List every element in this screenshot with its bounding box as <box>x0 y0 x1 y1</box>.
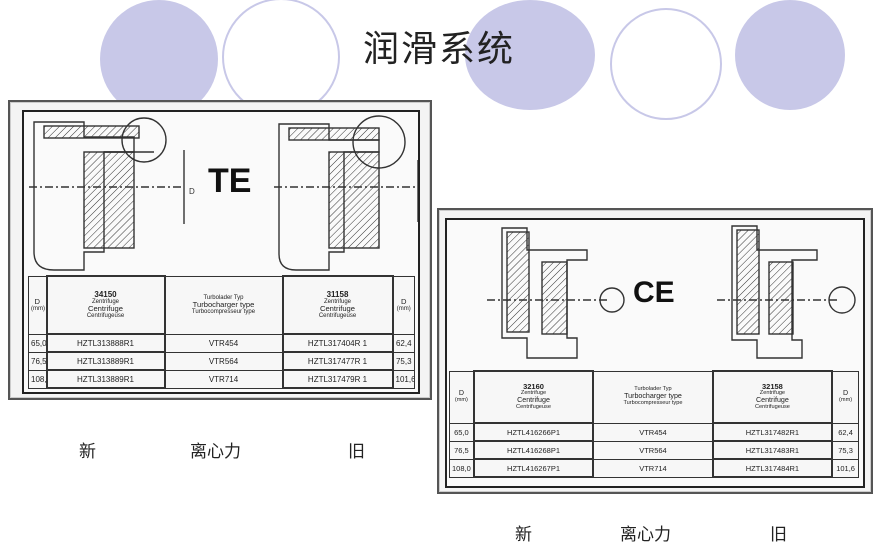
cell-new: HZTL416266P1 <box>472 422 595 442</box>
header-d2: D(mm) <box>392 275 415 335</box>
cell-d: 108,0 <box>28 369 47 389</box>
decor-circle-1 <box>100 0 218 118</box>
left-type-code: TE <box>208 162 252 200</box>
cell-d2: 101,6 <box>392 369 415 389</box>
cell-new: HZTL313888R1 <box>45 333 166 353</box>
left-spec-frame: D TE D(mm) 34150 Zentrifuge Centrifuge C <box>22 110 420 394</box>
decor-circle-5 <box>735 0 845 110</box>
cell-type: VTR714 <box>164 369 283 389</box>
table-row: 65,0 HZTL416266P1 VTR454 HZTL317482R1 62… <box>448 422 860 442</box>
header-new-centrifuge: 32160 Zentrifuge Centrifuge Centrifugeus… <box>472 370 595 424</box>
cell-old: HZTL317482R1 <box>711 422 834 442</box>
table-row: 65,0 HZTL313888R1 VTR454 HZTL317404R 1 6… <box>28 333 415 353</box>
table-header-row: D(mm) 34150 Zentrifuge Centrifuge Centri… <box>28 275 415 335</box>
header-d2: D(mm) <box>831 370 860 424</box>
header-d: D(mm) <box>448 370 475 424</box>
cell-d2: 101,6 <box>831 458 860 478</box>
old-centrifuge-section <box>717 225 856 359</box>
table-row: 76,5 HZTL313889R1 VTR564 HZTL317477R 1 7… <box>28 351 415 371</box>
cell-new: HZTL416268P1 <box>472 440 595 460</box>
right-spec-panel: CE D(mm) 32160 Zentrifuge Centrifuge Cen… <box>437 208 873 494</box>
cell-d: 108,0 <box>448 458 475 478</box>
left-caption-centrifuge: 离心力 <box>190 442 241 462</box>
cell-new: HZTL313889R1 <box>45 351 166 371</box>
right-spec-frame: CE D(mm) 32160 Zentrifuge Centrifuge Cen… <box>445 218 865 488</box>
right-type-code: CE <box>633 276 675 309</box>
left-spec-panel: D TE D(mm) 34150 Zentrifuge Centrifuge C <box>8 100 432 400</box>
page-title: 润滑系统 <box>362 29 515 70</box>
cell-d: 65,0 <box>448 422 475 442</box>
header-old-centrifuge: 31158 Zentrifuge Centrifuge Centrifugeus… <box>281 275 394 335</box>
new-centrifuge-section <box>487 227 625 359</box>
cell-new: HZTL416267P1 <box>472 458 595 478</box>
table-header-row: D(mm) 32160 Zentrifuge Centrifuge Centri… <box>448 370 860 424</box>
right-ce-drawing <box>487 225 856 359</box>
cell-d2: 75,3 <box>831 440 860 460</box>
old-centrifuge-section <box>274 115 418 271</box>
cell-old: HZTL317483R1 <box>711 440 834 460</box>
cell-type: VTR454 <box>164 333 283 353</box>
cell-d2: 75,3 <box>392 351 415 371</box>
cell-d: 76,5 <box>448 440 475 460</box>
cell-old: HZTL317484R1 <box>711 458 834 478</box>
new-centrifuge-section <box>29 117 185 271</box>
left-te-drawing: D <box>29 115 418 271</box>
left-spec-table: D(mm) 34150 Zentrifuge Centrifuge Centri… <box>28 275 415 389</box>
cell-d2: 62,4 <box>392 333 415 353</box>
right-caption-old: 旧 <box>770 525 787 545</box>
cell-type: VTR564 <box>592 440 714 460</box>
table-row: 108,0 HZTL416267P1 VTR714 HZTL317484R1 1… <box>448 458 860 478</box>
cell-type: VTR454 <box>592 422 714 442</box>
left-dim-d-1: D <box>189 187 195 196</box>
table-row: 76,5 HZTL416268P1 VTR564 HZTL317483R1 75… <box>448 440 860 460</box>
cell-new: HZTL313889R1 <box>45 369 166 389</box>
header-new-centrifuge: 34150 Zentrifuge Centrifuge Centrifugeus… <box>45 275 166 335</box>
left-caption-old: 旧 <box>348 442 365 462</box>
right-caption-centrifuge: 离心力 <box>620 525 671 545</box>
cell-d: 65,0 <box>28 333 47 353</box>
cell-old: HZTL317479R 1 <box>281 369 394 389</box>
left-caption-new: 新 <box>79 442 96 462</box>
right-spec-table: D(mm) 32160 Zentrifuge Centrifuge Centri… <box>448 370 860 478</box>
cell-type: VTR714 <box>592 458 714 478</box>
header-turbocharger-type: Turbolader Typ Turbocharger type Turboco… <box>592 370 714 424</box>
decor-circle-3 <box>465 0 595 110</box>
right-caption-new: 新 <box>515 525 532 545</box>
cell-old: HZTL317404R 1 <box>281 333 394 353</box>
decor-circle-4 <box>610 8 722 120</box>
header-turbocharger-type: Turbolader Typ Turbocharger type Turboco… <box>164 275 283 335</box>
header-old-centrifuge: 32158 Zentrifuge Centrifuge Centrifugeus… <box>711 370 834 424</box>
table-row: 108,0 HZTL313889R1 VTR714 HZTL317479R 1 … <box>28 369 415 389</box>
cell-d: 76,5 <box>28 351 47 371</box>
cell-d2: 62,4 <box>831 422 860 442</box>
cell-type: VTR564 <box>164 351 283 371</box>
cell-old: HZTL317477R 1 <box>281 351 394 371</box>
header-d: D(mm) <box>28 275 47 335</box>
